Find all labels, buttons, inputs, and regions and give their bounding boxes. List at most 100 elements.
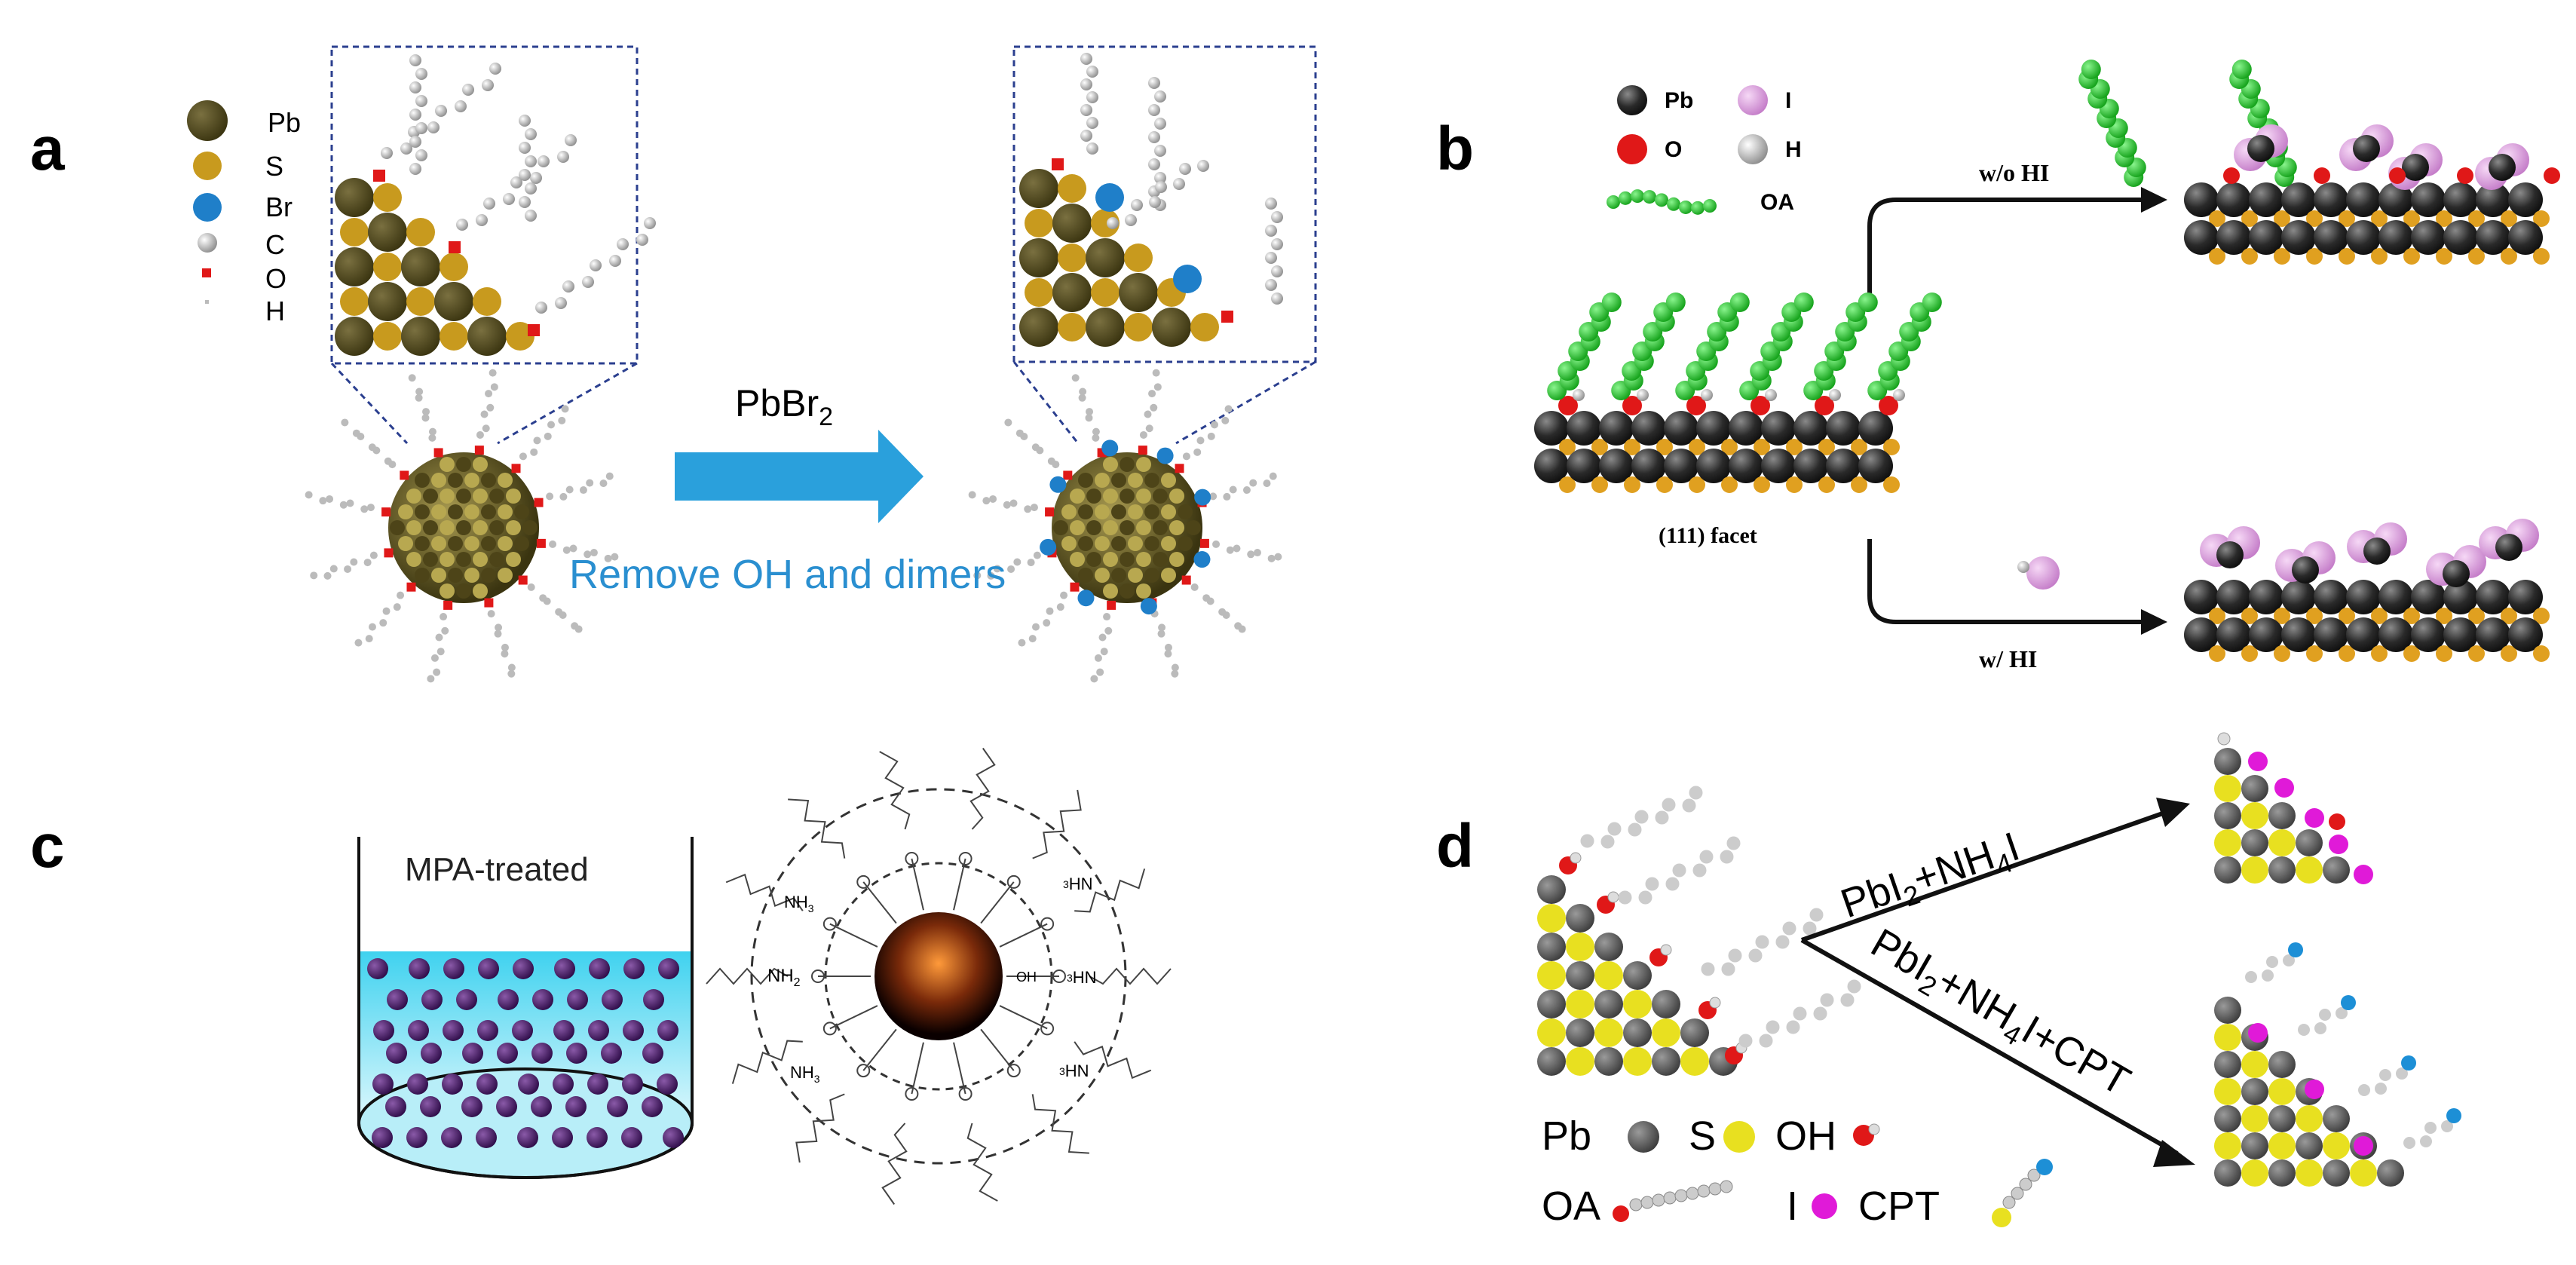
pb-atom — [1052, 204, 1092, 243]
caption-remove-oh: Remove OH and dimers — [569, 552, 1006, 597]
s-atom — [2268, 829, 2296, 856]
surface-atom — [390, 520, 405, 535]
ligand-atom — [1103, 613, 1111, 621]
oa-atom — [1755, 935, 1769, 949]
o-atom — [484, 598, 494, 608]
ligand-atom — [393, 603, 401, 611]
ligand-atom — [354, 639, 363, 647]
ligand-atom — [561, 405, 569, 413]
ligand-atom — [323, 571, 332, 580]
oa-o-atom — [1613, 1205, 1629, 1222]
carbon-atom — [590, 259, 602, 271]
surface-atom — [1136, 457, 1151, 472]
cpt-carbon — [2314, 1022, 2326, 1034]
pb-atom — [2184, 220, 2219, 255]
ligand-atom — [1223, 492, 1231, 501]
pb-atom — [2508, 617, 2543, 652]
br-atom — [1101, 440, 1119, 457]
oa-chain-atom — [1686, 1187, 1699, 1200]
legend-o-label: O — [265, 263, 286, 294]
surface-atom — [1153, 489, 1168, 504]
oa-atom — [1682, 798, 1696, 813]
legend-c-label: C — [265, 229, 285, 260]
carbon-atom — [1271, 265, 1283, 277]
ligand-atom — [993, 565, 1001, 573]
s-atom — [1559, 439, 1576, 455]
s-atom — [1091, 278, 1120, 307]
ligand-atom — [1003, 501, 1011, 509]
ligand-charge-circle — [905, 1086, 919, 1101]
pb-atom — [2268, 1159, 2296, 1187]
cpt-terminal-atom — [2401, 1055, 2416, 1071]
cpt-carbon — [2441, 1120, 2453, 1132]
s-atom — [2533, 608, 2550, 624]
br-atom — [1077, 590, 1095, 607]
inset-box-before — [330, 45, 639, 365]
surface-atom — [489, 489, 504, 504]
o-atom — [1879, 396, 1898, 415]
panel-d-legend: Pb S OH OA I CPT — [1542, 1113, 2053, 1229]
quantum-dot — [621, 1127, 642, 1148]
beaker-bottom-fill — [360, 1069, 691, 1178]
ligand-atom — [1196, 436, 1205, 445]
pb-atom — [2378, 617, 2413, 652]
quantum-dot — [589, 958, 610, 979]
surface-atom — [1120, 489, 1135, 504]
carbon-atom — [1271, 211, 1283, 223]
ligand-atom — [1104, 626, 1113, 635]
ligand-atom — [490, 383, 498, 391]
ligand-atom — [421, 414, 430, 422]
surface-atom — [1120, 552, 1135, 567]
pb-atom — [1566, 961, 1594, 990]
arrow-bottom-head — [2141, 609, 2167, 635]
s-atom — [2274, 210, 2290, 227]
h-atom — [1637, 389, 1649, 401]
o-atom — [1175, 464, 1184, 473]
surface-atom — [481, 473, 496, 488]
ligand-charge-circle — [958, 852, 973, 866]
s-atom — [1058, 174, 1086, 203]
ligand-atom — [482, 424, 490, 433]
pb-atom — [1152, 308, 1191, 347]
iodine-atom — [2329, 835, 2348, 854]
surface-atom — [431, 473, 446, 488]
alkyl-chain — [1074, 1041, 1152, 1080]
quantum-dot — [642, 1043, 663, 1064]
ligand-atom — [430, 654, 439, 662]
panel-a: a Pb S Br C O H PbBr2 — [30, 45, 1317, 683]
s-atom — [2323, 1132, 2350, 1159]
o-atom — [518, 575, 528, 585]
lattice-starting — [1537, 786, 1861, 1076]
ligand-hn3-label-upper: 3HN — [1063, 874, 1093, 893]
oa-atom — [1847, 979, 1861, 994]
s-atom — [2241, 210, 2258, 227]
ligand-atom — [369, 551, 378, 559]
h-atom — [1701, 389, 1713, 401]
surface-atom — [415, 568, 430, 583]
ligand-atom — [427, 675, 435, 683]
oa-chain-atom — [1697, 1184, 1711, 1198]
surface-atom — [1078, 504, 1093, 519]
core-oh-label: OH — [1016, 969, 1037, 985]
br-atom — [1156, 447, 1174, 464]
ligand-atom — [549, 540, 557, 548]
legend-oa-chain — [1607, 189, 1717, 215]
oa-legend-atom — [1667, 197, 1680, 211]
iodine-atom — [2354, 1136, 2373, 1156]
legend-pb-atom — [187, 100, 228, 141]
quantum-dot — [421, 1043, 442, 1064]
carbon-atom — [582, 276, 594, 288]
quantum-dot — [552, 1127, 573, 1148]
ligand-charge-circle — [1052, 969, 1066, 983]
zoom-line-right-b — [1175, 360, 1316, 445]
ligand-atom — [1007, 565, 1015, 573]
br-atom — [1173, 265, 1202, 293]
ligand-atom — [1253, 549, 1261, 557]
pb-atom — [2268, 802, 2296, 829]
panel-a-letter: a — [30, 115, 66, 183]
oa-atom — [1748, 948, 1763, 963]
ligand-atom — [1226, 546, 1234, 554]
pb-atom — [1858, 411, 1893, 446]
s-atom — [1624, 476, 1640, 493]
quantum-dot — [461, 1096, 482, 1117]
